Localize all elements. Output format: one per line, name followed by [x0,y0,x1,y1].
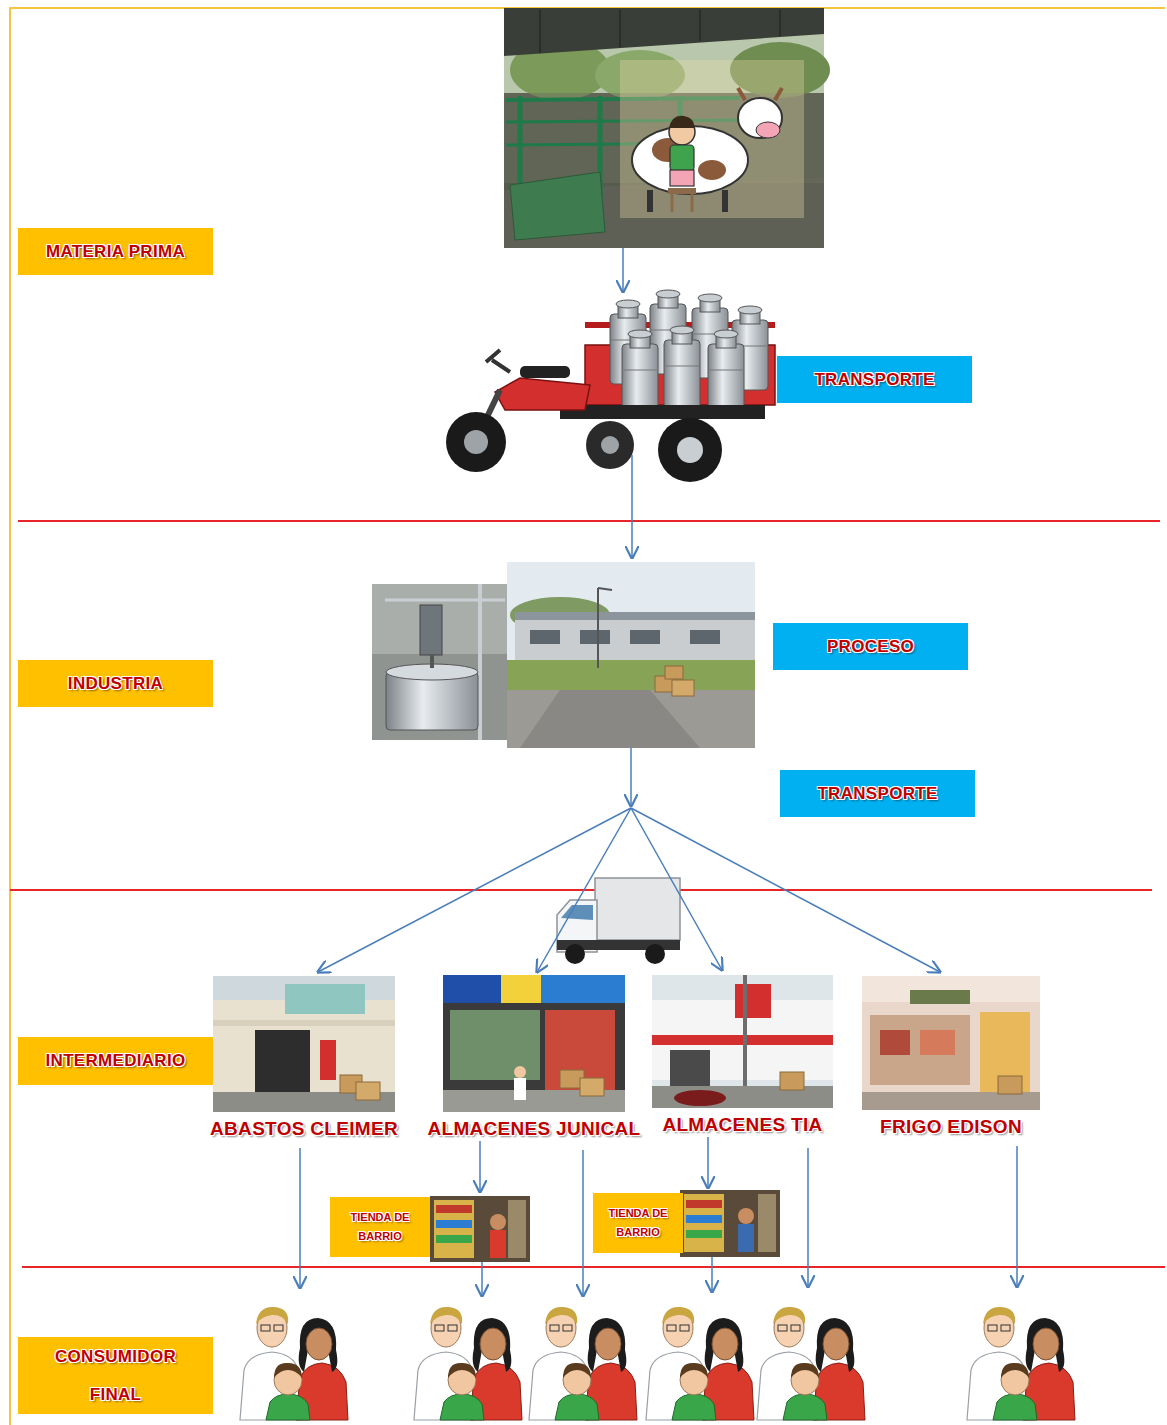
section-label: INTERMEDIARIO [46,1051,186,1071]
delivery-truck [557,878,680,964]
stage-tag: TRANSPORTE [777,356,972,403]
stage-label: TRANSPORTE [814,370,934,390]
section-label: CONSUMIDOR FINAL [41,1338,191,1414]
stage-label: PROCESO [827,637,914,657]
section-label: MATERIA PRIMA [46,242,185,262]
section-tag: CONSUMIDOR FINAL [18,1337,213,1414]
photo-space [205,976,403,1117]
store-photo [443,975,625,1112]
flow-arrow [300,248,1017,1296]
store-photo [652,975,833,1108]
section-label: INDUSTRIA [68,674,163,694]
milk-motorcycle [446,290,775,482]
shop-tag: TIENDA DE BARRIO [330,1197,430,1257]
shop-node: TIENDA DE BARRIO [330,1192,530,1262]
store-node: ALMACENES JUNICAL [422,975,646,1141]
store-node: FRIGO EDISON [862,976,1040,1139]
frame [10,8,1165,1425]
photo-space [652,975,833,1113]
store-name: ABASTOS CLEIMER [210,1117,398,1141]
farm-photo [504,8,830,248]
store-name: ALMACENES TIA [662,1113,822,1137]
shop-node: TIENDA DE BARRIO [593,1188,780,1258]
store-name: FRIGO EDISON [880,1115,1022,1139]
store-node: ALMACENES TIA [652,975,833,1137]
store-name: ALMACENES JUNICAL [427,1117,640,1141]
store-photo [862,976,1040,1110]
photo-space [862,976,1040,1115]
section-tag: MATERIA PRIMA [18,228,213,275]
shop-label: TIENDA DE BARRIO [340,1208,420,1245]
flow-connector [707,1137,709,1188]
consumer-family [240,1307,1075,1420]
shop-label: TIENDA DE BARRIO [598,1204,678,1241]
store-photo [213,976,395,1112]
section-tag: INTERMEDIARIO [18,1037,213,1085]
process-tank-photo [372,584,507,740]
shop-tag: TIENDA DE BARRIO [593,1193,683,1253]
flow-connector [479,1141,481,1192]
shop-photo [430,1196,530,1262]
shop-photo [680,1190,780,1257]
stage-tag: PROCESO [773,623,968,670]
stage-label: TRANSPORTE [817,784,937,804]
section-tag: INDUSTRIA [18,660,213,707]
stage-tag: TRANSPORTE [780,770,975,817]
photo-space [422,975,646,1117]
store-node: ABASTOS CLEIMER [205,976,403,1141]
factory-photo [507,562,755,748]
